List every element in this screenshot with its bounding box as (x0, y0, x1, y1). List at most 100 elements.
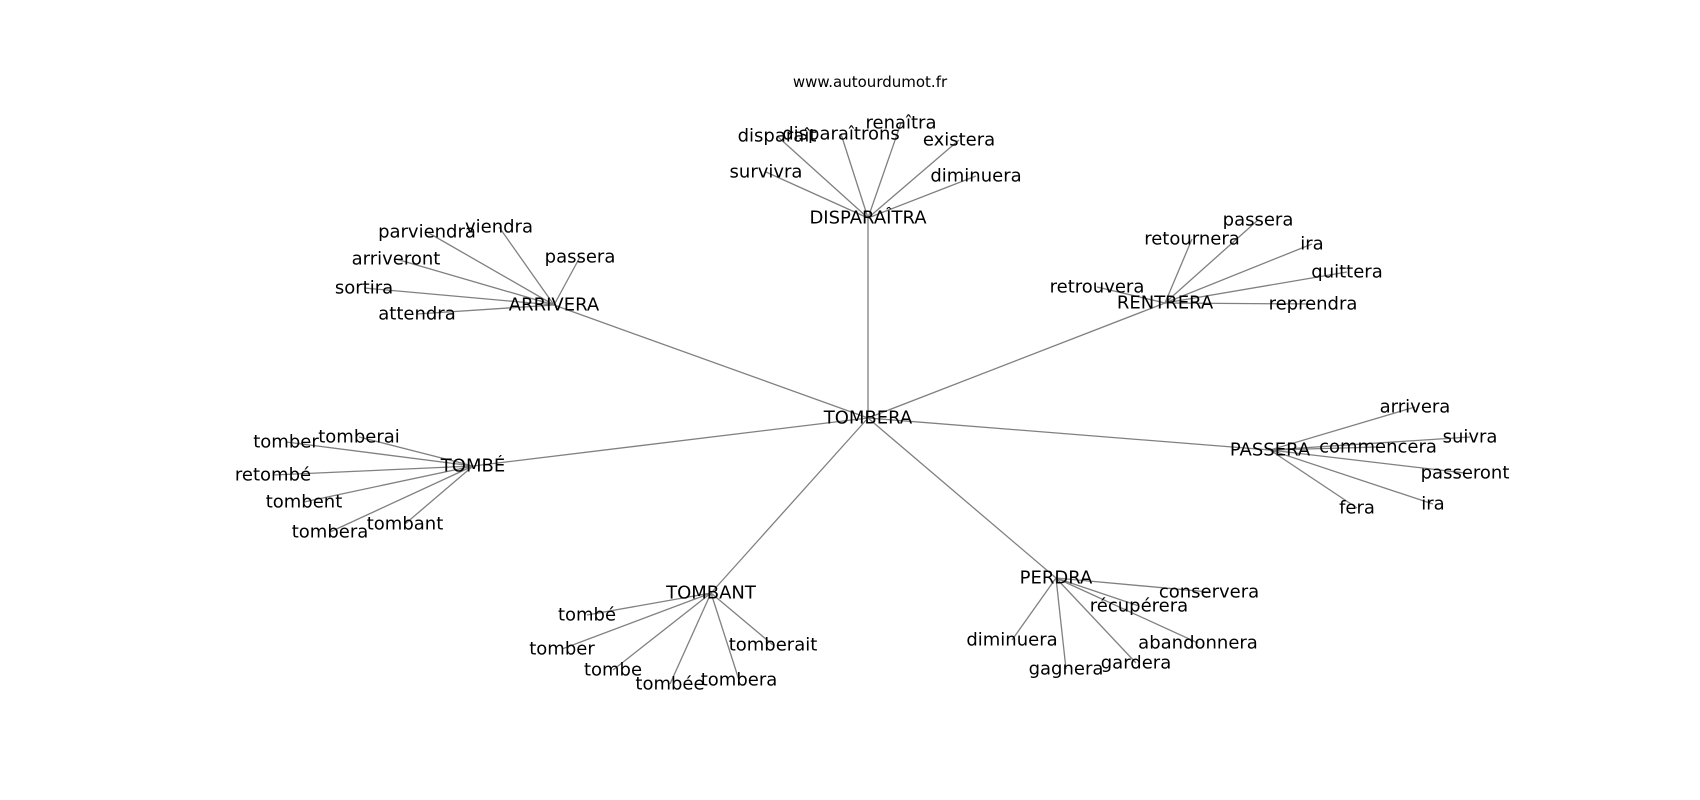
leaf-node-label: retrouvera (1050, 277, 1145, 298)
leaf-node-label: sortira (335, 278, 393, 299)
leaf-node-label: tombant (367, 514, 444, 535)
leaf-node-label: quittera (1311, 262, 1382, 283)
leaf-node-label: diminuera (930, 166, 1021, 187)
leaf-node-label: gardera (1101, 653, 1171, 674)
leaf-node-label: parviendra (378, 222, 476, 243)
hub-leaf-edge (776, 135, 869, 219)
hub-leaf-edge (1269, 449, 1434, 505)
hub-leaf-edge (1055, 577, 1210, 593)
hub-leaf-edge (395, 258, 555, 306)
leaf-node-label: retombé (235, 465, 311, 486)
leaf-node-label: tombée (635, 674, 704, 695)
leaf-node-label: passeront (1421, 463, 1510, 484)
hub-leaf-edge (710, 592, 740, 681)
hub-leaf-edge (586, 592, 712, 616)
leaf-node-label: diminuera (966, 630, 1057, 651)
hub-leaf-edge (561, 592, 712, 650)
center-hub-edge (472, 417, 869, 467)
hub-node-label: TOMBÉ (440, 455, 505, 477)
graph-nodes: TOMBERA DISPARAÎTRA disparaîtdisparaîtrons… (235, 113, 1509, 695)
hub-node-label: PASSERA (1230, 440, 1311, 461)
hub-leaf-edge (404, 465, 474, 525)
leaf-node-label: tombé (558, 605, 616, 626)
hub-leaf-edge (867, 175, 977, 219)
hub-leaf-edge (1164, 243, 1313, 304)
hub-leaf-edge (867, 139, 960, 219)
hub-leaf-edge (358, 436, 474, 467)
hub-node-label: DISPARAÎTRA (809, 207, 927, 229)
hub-leaf-edge (303, 465, 474, 503)
leaf-node-label: passera (545, 247, 616, 268)
leaf-node-label: fera (1339, 498, 1375, 519)
hub-leaf-edge (765, 171, 869, 219)
hub-leaf-edge (272, 465, 474, 476)
center-hub-edge (867, 417, 1057, 579)
leaf-node-label: renaîtra (865, 113, 936, 134)
leaf-node-label: arrivera (1380, 397, 1451, 418)
leaf-node-label: tombera (292, 522, 369, 543)
leaf-node-label: tombent (266, 492, 343, 513)
leaf-node-label: viendra (465, 217, 533, 238)
hub-node-label: RENTRERA (1117, 293, 1214, 314)
hub-node-label: ARRIVERA (509, 295, 600, 316)
hub-leaf-edge (1269, 406, 1416, 451)
center-hub-edge (553, 304, 869, 419)
hub-leaf-edge (416, 304, 555, 315)
hub-leaf-edge (1164, 219, 1259, 304)
hub-leaf-edge (363, 287, 555, 306)
hub-leaf-edge (1011, 577, 1057, 641)
hub-leaf-edge (498, 226, 555, 306)
leaf-node-label: suivra (1443, 427, 1498, 448)
hub-leaf-edge (1055, 577, 1140, 607)
site-url: www.autourdumot.fr (793, 73, 948, 91)
hub-leaf-edge (426, 231, 555, 306)
leaf-node-label: tomberai (318, 427, 400, 448)
leaf-node-label: ira (1300, 234, 1323, 255)
hub-leaf-edge (669, 592, 712, 685)
hub-node-label: TOMBANT (665, 583, 757, 604)
hub-leaf-edge (1269, 449, 1466, 474)
hub-leaf-edge (1269, 446, 1379, 451)
leaf-node-label: tombera (701, 670, 778, 691)
hub-leaf-edge (1055, 577, 1199, 644)
hub-leaf-edge (1269, 436, 1471, 451)
center-node-label: TOMBERA (823, 408, 913, 429)
leaf-node-label: abandonnera (1138, 633, 1258, 654)
hub-leaf-edge (329, 465, 474, 533)
graph-edges (272, 122, 1471, 685)
hub-leaf-edge (1164, 238, 1193, 304)
leaf-node-label: disparaît (738, 126, 817, 147)
leaf-node-label: ira (1421, 494, 1444, 515)
leaf-node-label: commencera (1319, 437, 1437, 458)
hub-leaf-edge (1096, 286, 1166, 304)
center-hub-edge (867, 302, 1166, 419)
leaf-node-label: récupérera (1090, 596, 1188, 617)
leaf-node-label: tomber (529, 639, 595, 660)
hub-node-label: PERDRA (1020, 568, 1093, 589)
leaf-node-label: survivra (730, 162, 803, 183)
center-hub-edge (710, 417, 869, 594)
hub-leaf-edge (553, 256, 581, 306)
leaf-node-label: passera (1223, 210, 1294, 231)
hub-leaf-edge (867, 122, 902, 219)
leaf-node-label: attendra (378, 304, 455, 325)
hub-leaf-edge (1164, 271, 1348, 304)
hub-leaf-edge (1055, 577, 1067, 670)
hub-leaf-edge (710, 592, 774, 646)
leaf-node-label: tomber (253, 432, 319, 453)
hub-leaf-edge (1055, 577, 1137, 664)
leaf-node-label: disparaîtrons (782, 124, 900, 145)
leaf-node-label: conservera (1159, 582, 1259, 603)
hub-leaf-edge (1269, 449, 1358, 509)
leaf-node-label: arriveront (352, 249, 441, 270)
leaf-node-label: tombe (584, 660, 642, 681)
leaf-node-label: existera (923, 130, 995, 151)
leaf-node-label: gagnera (1029, 659, 1104, 680)
leaf-node-label: retournera (1144, 229, 1240, 250)
hub-leaf-edge (840, 133, 869, 219)
leaf-node-label: reprendra (1269, 294, 1358, 315)
leaf-node-label: tomberait (729, 635, 818, 656)
hub-leaf-edge (285, 441, 474, 467)
hub-leaf-edge (1164, 302, 1314, 305)
